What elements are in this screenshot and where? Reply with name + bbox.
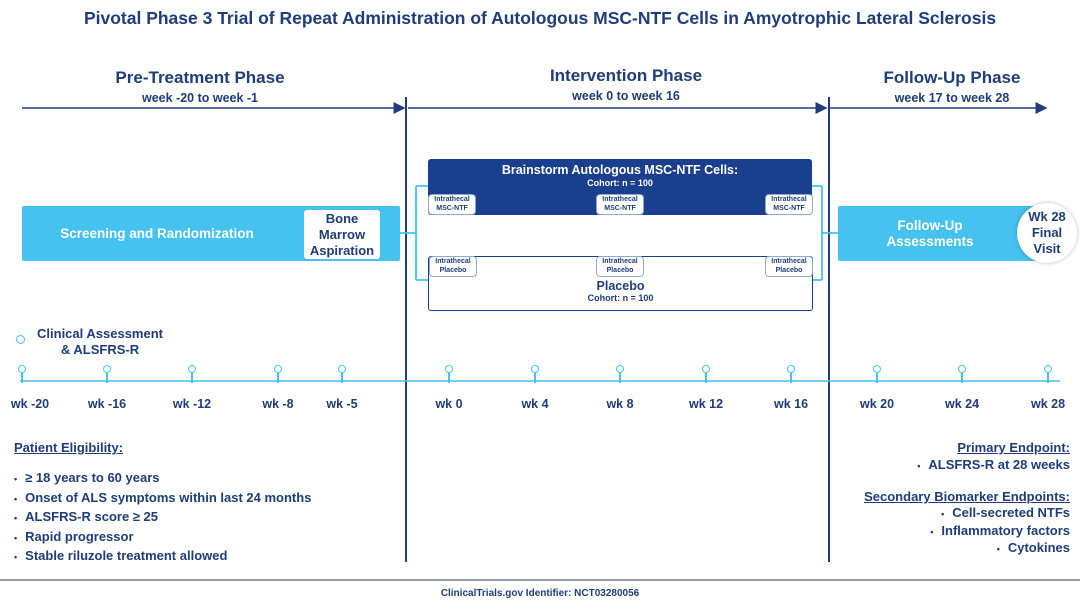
timeline-tick-stem [277, 373, 279, 383]
timeline-tick-marker [1044, 365, 1052, 373]
placebo-title: Placebo [596, 279, 645, 293]
phase-followup-title: Follow-Up Phase [883, 68, 1021, 87]
timeline-week-label: wk -8 [262, 397, 294, 411]
timeline-tick-marker [616, 365, 624, 373]
phase-pretreatment-range: week -20 to week -1 [141, 91, 259, 105]
timeline-tick-stem [191, 373, 193, 383]
randomization-bracket [400, 185, 428, 281]
timeline-week-label: wk -20 [10, 397, 50, 411]
primary-endpoint-heading: Primary Endpoint: [957, 440, 1070, 455]
timeline-tick-marker [873, 365, 881, 373]
timeline-tick-marker [103, 365, 111, 373]
timeline-tick-stem [448, 373, 450, 383]
timeline-week-label: wk -5 [326, 397, 358, 411]
timeline-week-label: wk 28 [1030, 397, 1066, 411]
timeline-tick-stem [705, 373, 707, 383]
timeline-week-label: wk -12 [172, 397, 212, 411]
eligibility-item: •ALSFRS-R score ≥ 25 [14, 509, 158, 524]
timeline-week-label: wk 16 [773, 397, 809, 411]
timeline-tick-stem [534, 373, 536, 383]
timeline-week-label: wk -16 [87, 397, 127, 411]
secondary-endpoint-list: •Cell-secreted NTFs •Inflammatory factor… [930, 505, 1070, 558]
timeline-week-label: wk 12 [688, 397, 724, 411]
timeline-tick-stem [961, 373, 963, 383]
timeline-tick-marker [958, 365, 966, 373]
eligibility-item: •≥ 18 years to 60 years [14, 470, 160, 485]
phase-intervention-range: week 0 to week 16 [572, 89, 680, 103]
eligibility-heading: Patient Eligibility: [14, 440, 124, 455]
timeline-tick-stem [1047, 373, 1049, 383]
timeline-tick-marker [702, 365, 710, 373]
bone-marrow-line-1: Bone [325, 210, 359, 226]
timeline-week-label: wk 8 [606, 397, 634, 411]
eligibility-item: •Onset of ALS symptoms within last 24 mo… [14, 489, 312, 505]
treatment-cohort: Cohort: n = 100 [587, 178, 653, 188]
placebo-cohort: Cohort: n = 100 [587, 293, 654, 303]
timeline-tick-stem [619, 373, 621, 383]
legend-assessment-label: Clinical Assessment& ALSFRS-R [37, 326, 163, 357]
eligibility-item: •Rapid progressor [14, 528, 134, 544]
timeline-week-label: wk 4 [521, 397, 549, 411]
timeline-tick-marker [445, 365, 453, 373]
timeline-tick-stem [21, 373, 23, 383]
timeline-tick-marker [18, 365, 26, 373]
timeline-tick-stem [341, 373, 343, 383]
timeline-week-label: wk 0 [435, 397, 463, 411]
timeline-tick-marker [531, 365, 539, 373]
bone-marrow-line-3: Aspiration [309, 242, 375, 258]
phase-followup-range: week 17 to week 28 [894, 91, 1010, 105]
secondary-endpoint-heading: Secondary Biomarker Endpoints: [864, 489, 1070, 504]
eligibility-item: •Stable riluzole treatment allowed [14, 548, 228, 563]
phase-pretreatment-title: Pre-Treatment Phase [115, 68, 285, 87]
timeline-week-label: wk 24 [944, 397, 980, 411]
secondary-endpoint-item: •Inflammatory factors [930, 522, 1070, 538]
screening-label: Screening and Randomization [60, 225, 254, 241]
timeline-tick-stem [876, 373, 878, 383]
bone-marrow-box: Bone Marrow Aspiration [304, 210, 380, 259]
treatment-box: Brainstorm Autologous MSC-NTF Cells: Coh… [428, 159, 812, 215]
bone-marrow-line-2: Marrow [318, 226, 366, 242]
phase-intervention-title: Intervention Phase [549, 66, 703, 85]
timeline-tick-stem [790, 373, 792, 383]
diagram-title: Pivotal Phase 3 Trial of Repeat Administ… [83, 8, 997, 28]
timeline-week-label: wk 20 [859, 397, 895, 411]
primary-endpoint-item: •ALSFRS-R at 28 weeks [917, 457, 1070, 472]
timeline-tick-marker [274, 365, 282, 373]
timeline-tick-stem [106, 373, 108, 383]
treatment-title: Brainstorm Autologous MSC-NTF Cells: [501, 163, 739, 177]
timeline-tick-marker [338, 365, 346, 373]
followup-bracket [812, 185, 838, 281]
secondary-endpoint-item: •Cell-secreted NTFs [941, 505, 1070, 520]
timeline-tick-marker [787, 365, 795, 373]
footer-identifier: ClinicalTrials.gov Identifier: NCT032800… [440, 588, 640, 599]
secondary-endpoint-item: •Cytokines [996, 540, 1070, 555]
timeline-tick-marker [188, 365, 196, 373]
legend-assessment-icon [16, 335, 25, 344]
eligibility-list: •≥ 18 years to 60 years •Onset of ALS sy… [14, 469, 311, 567]
